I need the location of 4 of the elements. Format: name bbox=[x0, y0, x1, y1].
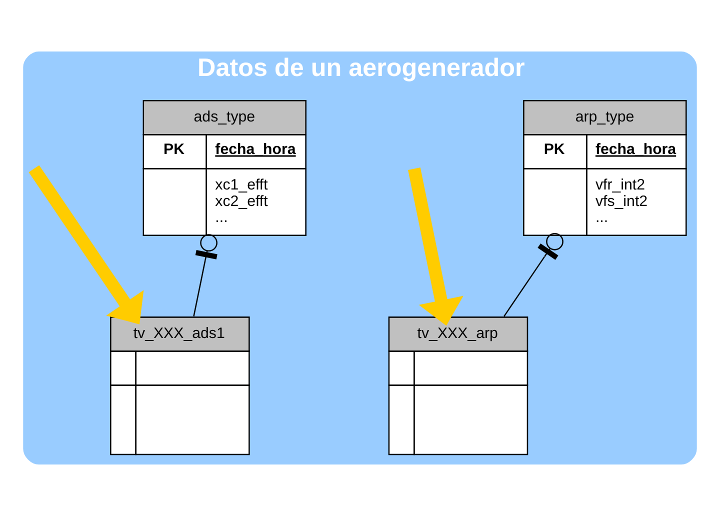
arrow bbox=[28, 164, 144, 324]
arrow bbox=[408, 166, 464, 326]
connector bbox=[504, 232, 564, 316]
connector bbox=[193, 234, 218, 316]
